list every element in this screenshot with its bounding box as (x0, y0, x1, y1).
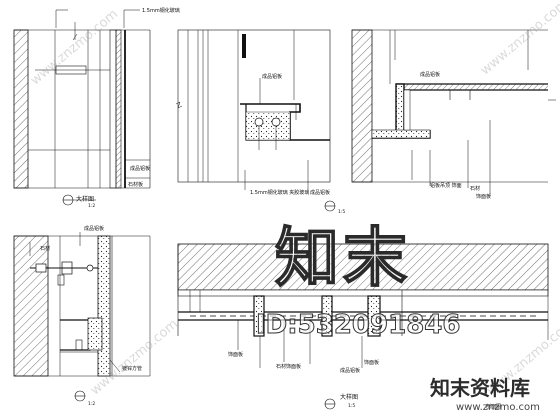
annotation-label: 石材 (470, 186, 481, 192)
annotation-label: 成品铝板 (420, 72, 441, 78)
scale-label: 1:5 (338, 210, 346, 215)
annotation-label: 镀锌方管 (122, 366, 143, 372)
scale-label: 1:5 (348, 404, 356, 409)
watermark-id: ID:532091846 (255, 310, 461, 341)
scale-label: 1:2 (88, 402, 96, 407)
annotation-label: 成品铝板 (130, 166, 151, 172)
detail-panel-5 (177, 243, 549, 410)
detail-panel-4 (13, 232, 151, 402)
annotation-label: 饰面板 (364, 360, 380, 366)
detail-title: 大样图 (340, 394, 359, 401)
corner-note: 剖面图 (486, 404, 502, 410)
detail-panel-1 (13, 9, 151, 206)
annotation-label: 石材 (40, 246, 51, 252)
annotation-label: 石材板 (128, 182, 144, 188)
annotation-label: 成品铝板 (340, 368, 361, 374)
annotation-label: 1.5mm钢化玻璃 (142, 8, 180, 14)
scale-label: 1:2 (88, 204, 96, 209)
detail-panel-3 (351, 29, 556, 196)
detail-panel-2 (175, 29, 336, 212)
annotation-label: 铝板吊顶 饰面 (430, 183, 462, 189)
watermark-site-url: www.znzmo.com (456, 402, 540, 413)
annotation-label: 石材饰面板 (276, 364, 302, 370)
annotation-label: 成品铝板 (262, 74, 283, 80)
annotation-label: 成品铝板 (310, 190, 331, 196)
annotation-label: 饰面板 (476, 194, 492, 200)
annotation-label: 饰面板 (228, 352, 244, 358)
annotation-label: 1.5mm钢化玻璃 夹胶玻璃 (250, 190, 310, 196)
annotation-label: 成品铝板 (84, 226, 105, 232)
watermark-brand: 知末 (274, 222, 411, 296)
watermark-site-name: 知末资料库 (430, 376, 530, 400)
detail-title: 大样图 (76, 196, 95, 203)
